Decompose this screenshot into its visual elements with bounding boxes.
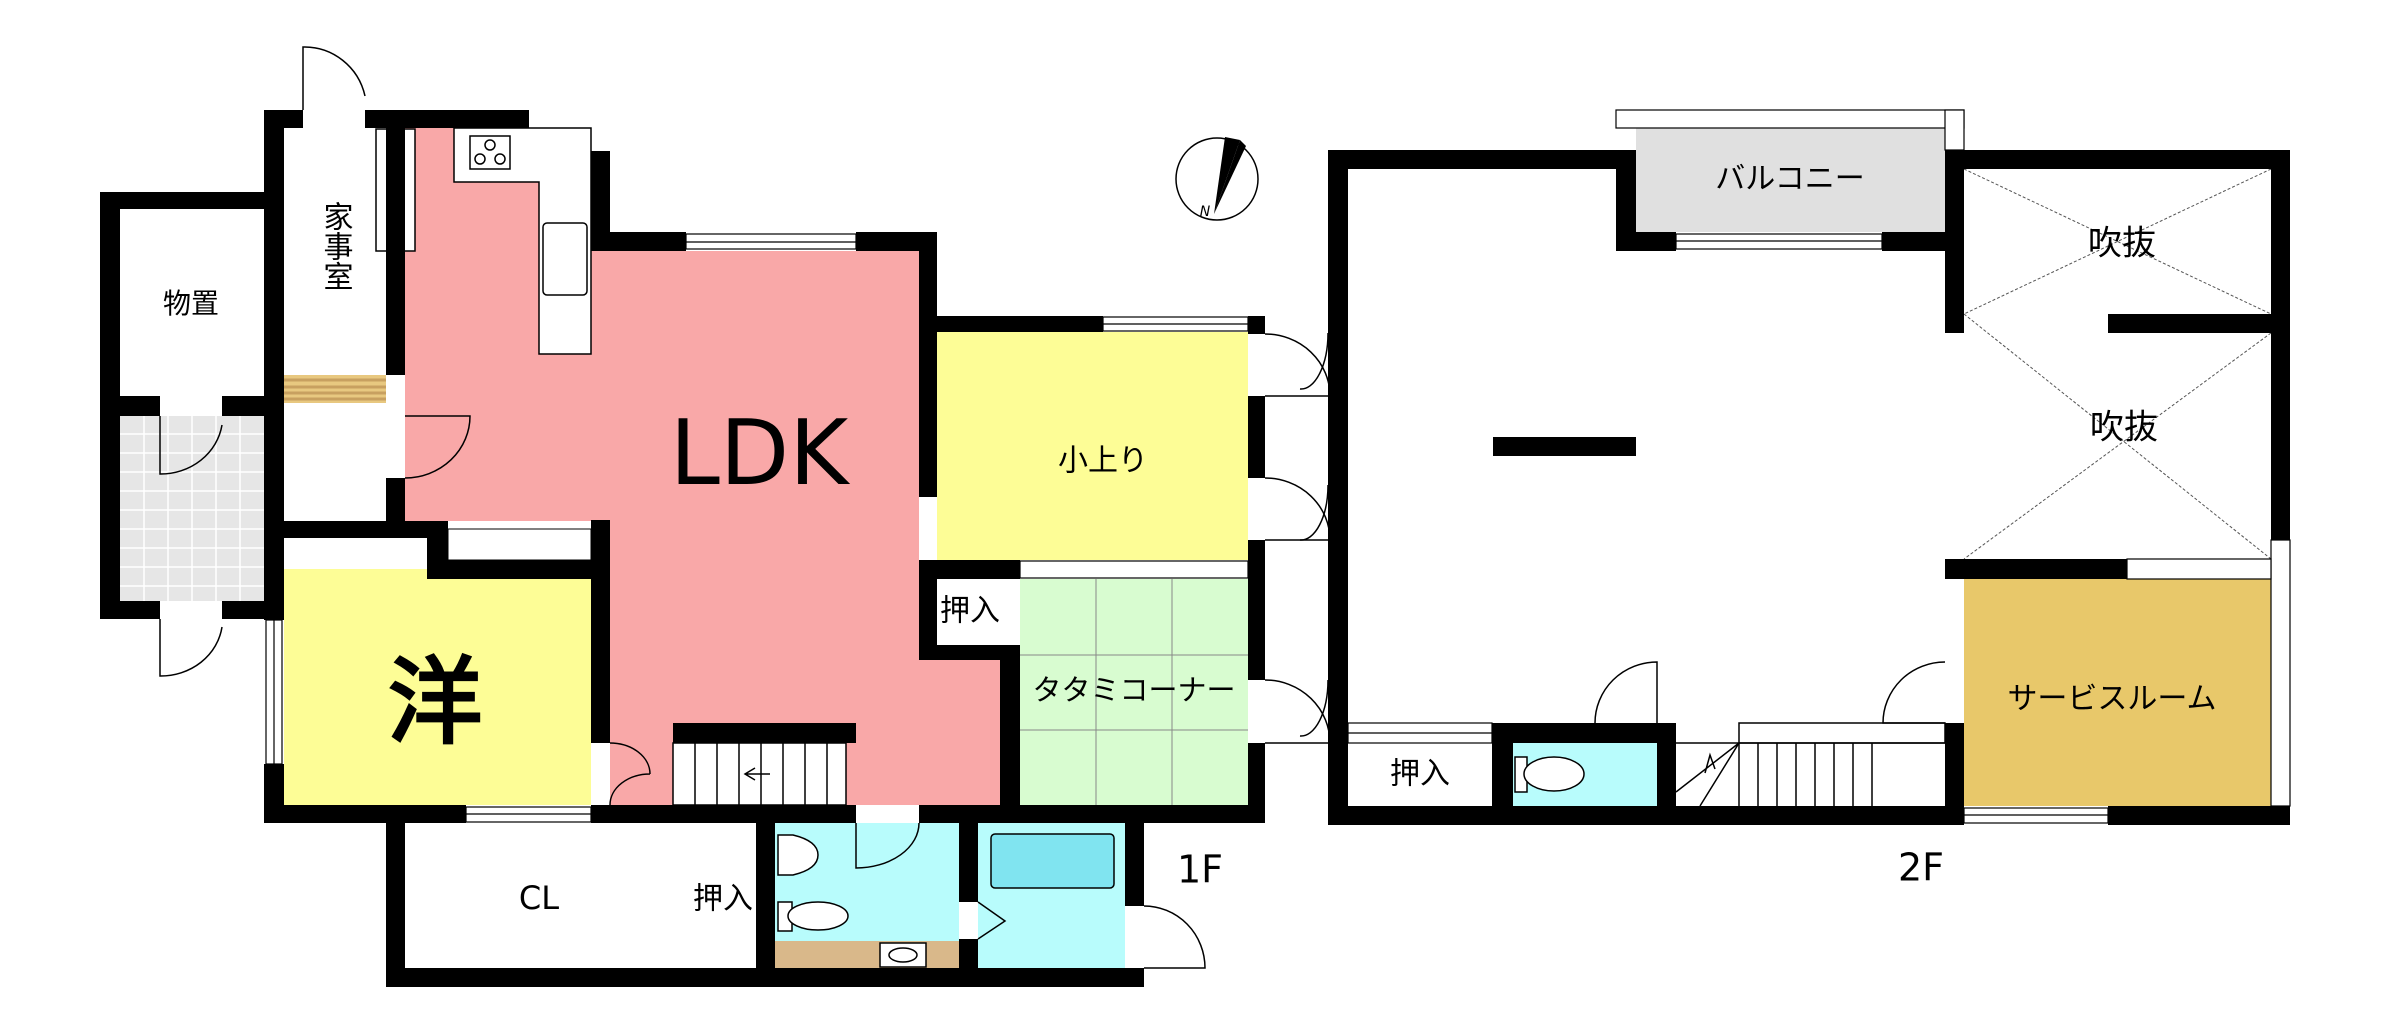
room-label-western: 洋	[387, 648, 482, 758]
room-label-raised: 小上り	[1058, 444, 1148, 479]
urinal-icon	[777, 834, 819, 876]
walls-2f	[1328, 150, 2290, 825]
kitchen-counter	[453, 127, 592, 355]
room-label-utility: 家事室	[318, 201, 353, 291]
step-icon	[284, 375, 386, 403]
compass-north-label: N	[1200, 204, 1211, 220]
toilet-icon	[1514, 756, 1585, 793]
floor-1: 物置 家事室 LDK 小上り 押入 タタミコーナー 洋 CL 押入 1F	[100, 46, 1331, 987]
tatami-floor	[1020, 579, 1248, 805]
stairs-2f	[1675, 722, 1946, 807]
balcony-floor	[1636, 128, 1945, 232]
stairs-1f	[672, 742, 847, 806]
windows-2f	[1347, 233, 2291, 824]
compass-icon: N	[1175, 137, 1259, 221]
service-room-floor	[1964, 579, 2271, 806]
room-label-closet-a: 押入	[940, 594, 1000, 629]
kitchen-sink-icon	[542, 222, 588, 296]
stove-icon	[469, 135, 511, 170]
doors-2f	[1299, 332, 1946, 737]
room-label-closet-2f: 押入	[1390, 757, 1450, 792]
floor-label-2f: 2F	[1898, 846, 1944, 890]
room-label-void-b: 吹抜	[2090, 408, 2158, 448]
windows-1f	[265, 233, 1249, 823]
floor-label-1f: 1F	[1177, 848, 1223, 892]
raised-floor	[937, 332, 1248, 560]
balcony-rail-side	[1944, 109, 1965, 151]
floor-2: バルコニー 吹抜 吹抜 サービスルーム 押入 2F	[1299, 109, 2291, 890]
sink-bowl-icon	[888, 947, 918, 963]
beam-bar	[1493, 437, 1636, 456]
room-label-void-a: 吹抜	[2088, 224, 2156, 264]
room-label-ldk: LDK	[670, 401, 850, 506]
toilet-icon	[777, 901, 849, 932]
room-label-tatami: タタミコーナー	[1032, 673, 1235, 707]
room-label-balcony: バルコニー	[1715, 162, 1864, 197]
bathtub-icon	[990, 833, 1115, 889]
wash-counter	[775, 941, 959, 968]
tatami-grid	[1020, 579, 1248, 805]
balcony-rail	[1615, 109, 1965, 129]
room-label-storage: 物置	[163, 287, 219, 320]
sink-icon	[879, 942, 927, 968]
void-cross	[1963, 168, 2272, 560]
walls-1f	[100, 110, 1265, 987]
western-floor	[284, 569, 591, 805]
room-label-service: サービスルーム	[2007, 682, 2216, 717]
doors-1f	[159, 46, 1331, 969]
closet-strip	[447, 528, 592, 561]
tile-grid	[120, 416, 264, 601]
room-label-cl: CL	[519, 879, 559, 917]
room-label-closet-b: 押入	[693, 882, 753, 917]
